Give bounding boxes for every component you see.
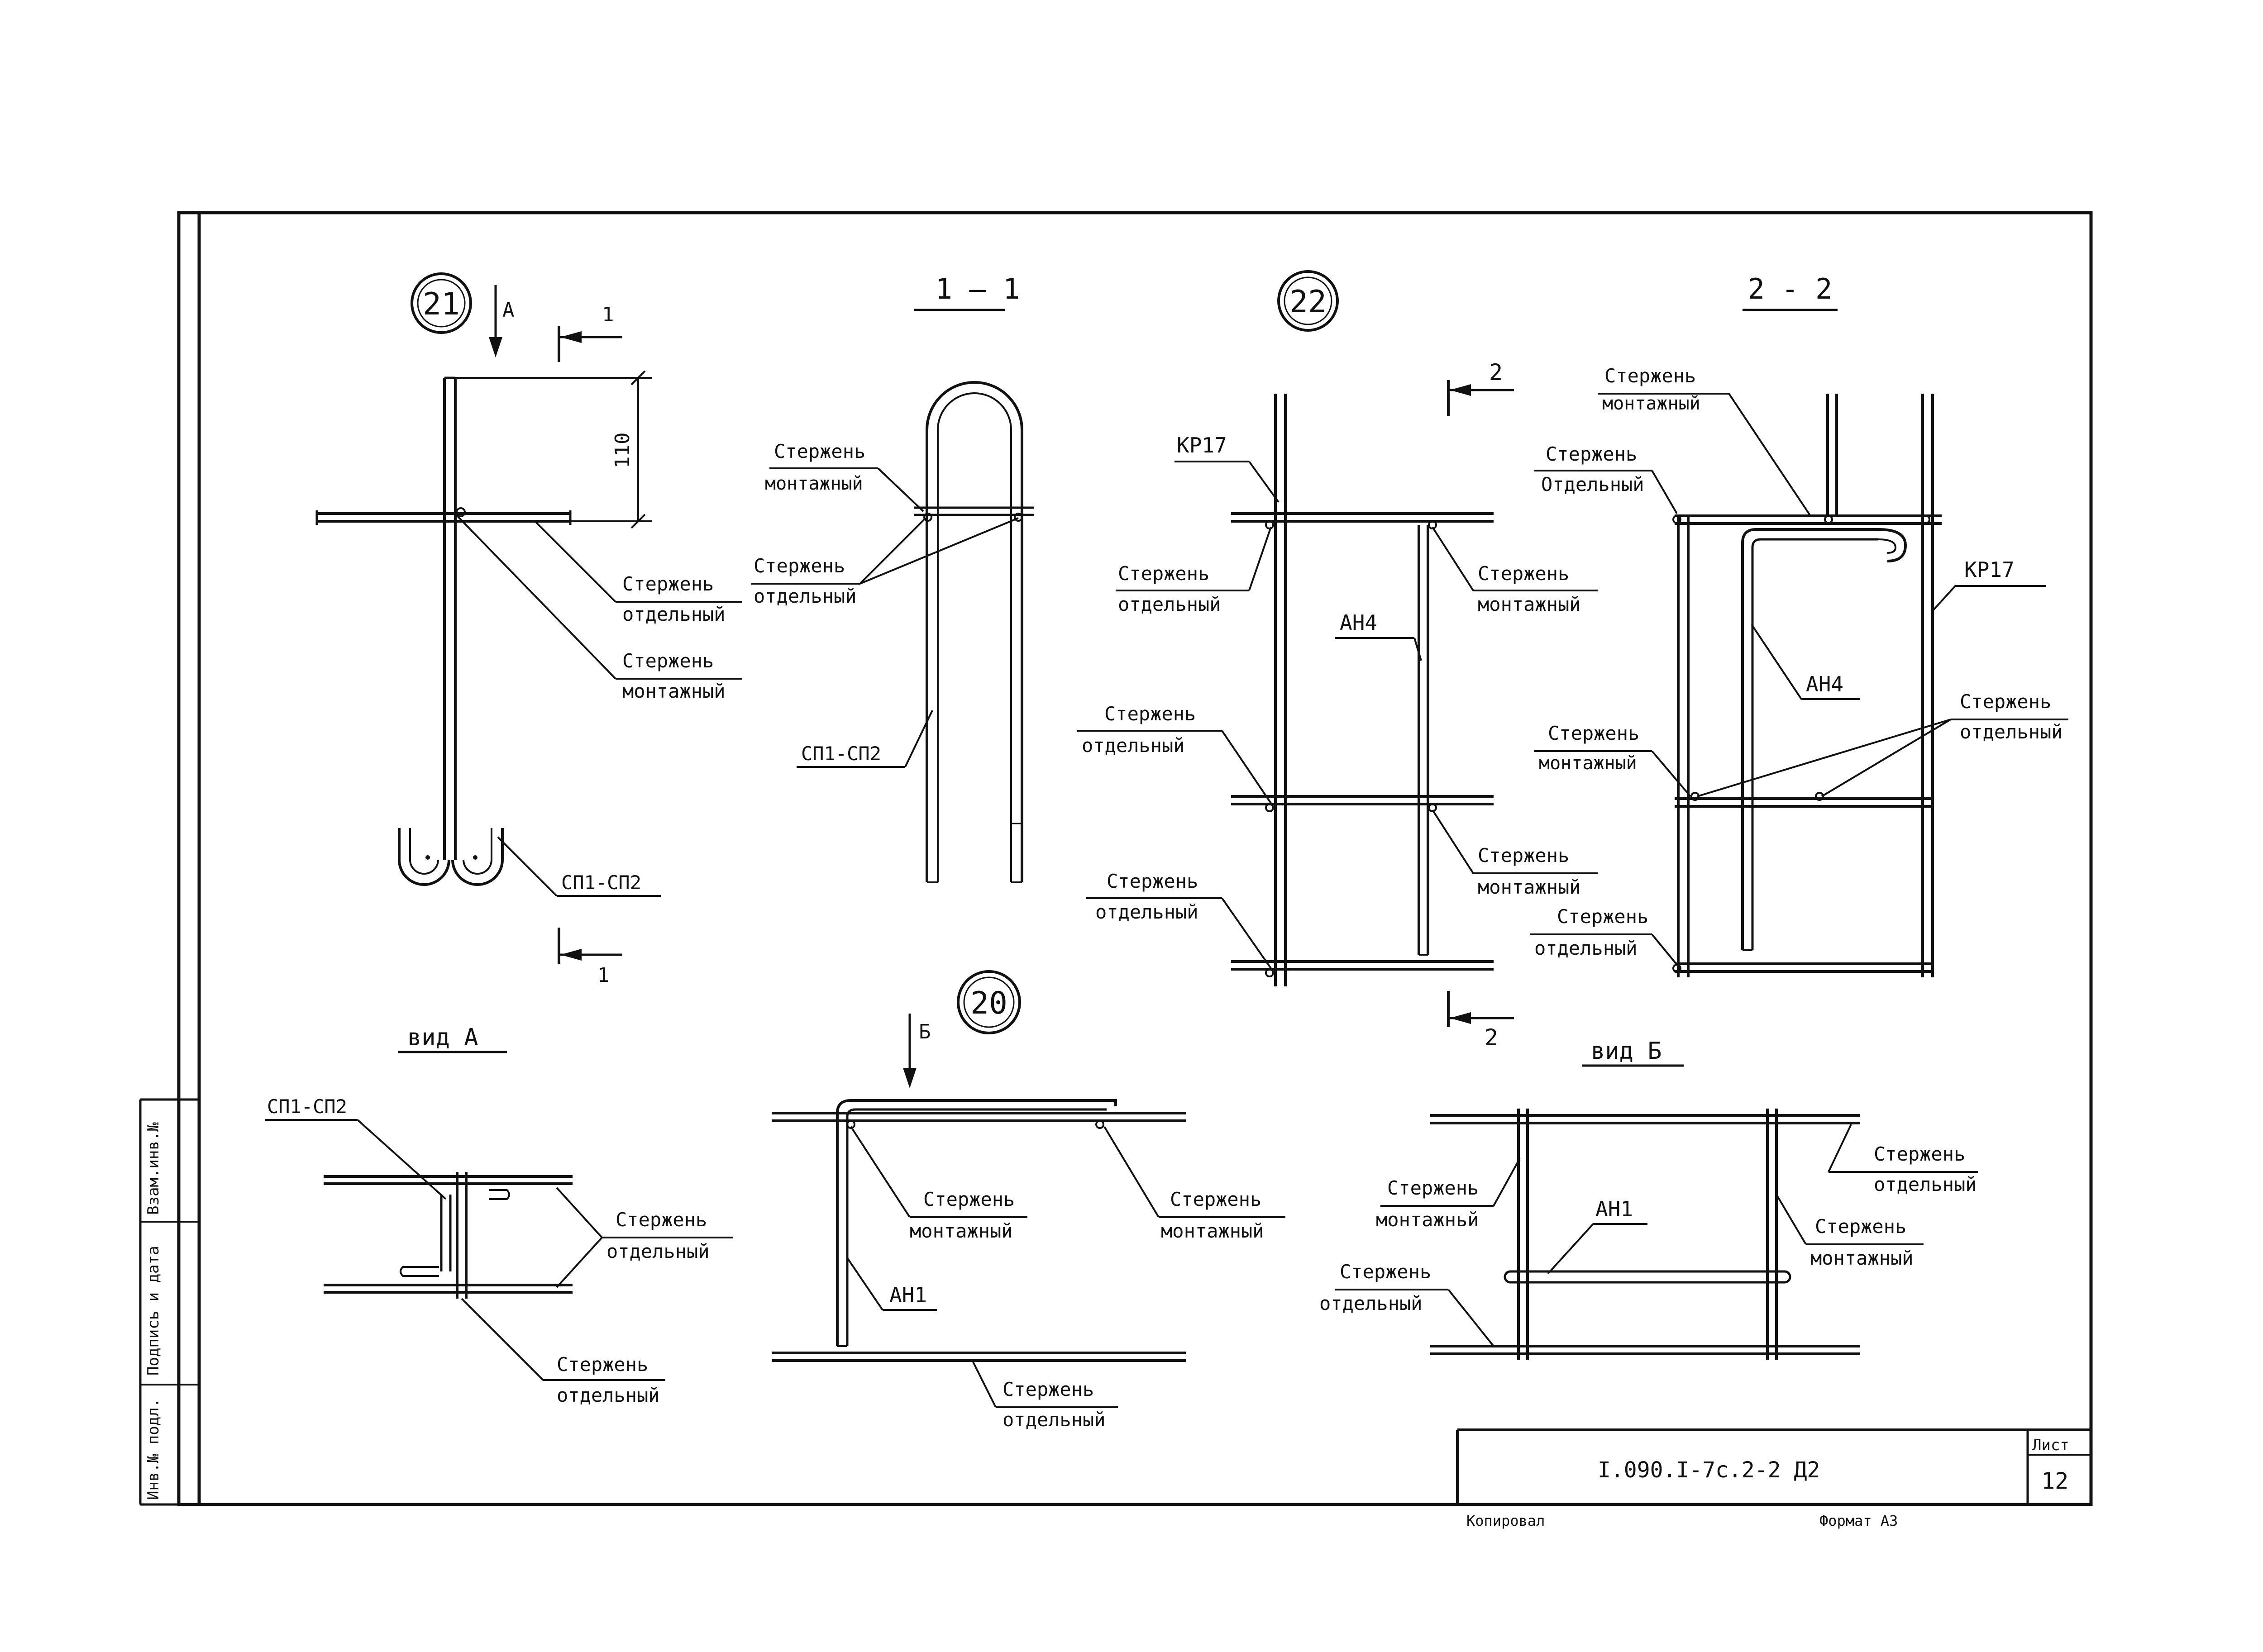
view-a-rod-sep-2-l2: отдельный bbox=[557, 1384, 660, 1406]
s22-rod-mont-top-l1: Стержень bbox=[1604, 365, 1696, 387]
view-b-rod-mont-left-l1: Стержень bbox=[1387, 1177, 1479, 1199]
node-20-label: 20 bbox=[970, 985, 1007, 1021]
d21-rod-sep-l2: отдельный bbox=[622, 603, 726, 625]
node-21-label: 21 bbox=[423, 286, 460, 322]
view-a-rod-sep-l2: отдельный bbox=[606, 1240, 710, 1262]
s22-an4-label: АН4 bbox=[1806, 672, 1843, 696]
sheet-label: Лист bbox=[2032, 1436, 2069, 1454]
title-block: I.090.I-7с.2-2 Д2 Лист 12 Копировал Форм… bbox=[1456, 1428, 2091, 1529]
view-b-rod-sep-right-l1: Стержень bbox=[1874, 1143, 1965, 1165]
section-1-1-title: 1 — 1 bbox=[936, 272, 1020, 305]
d22-rod-sep-1-l2: отдельный bbox=[1118, 593, 1221, 615]
section-2-2: 2 - 2 Стержень монтажный Стержень Отдел bbox=[1530, 272, 2068, 977]
s11-rod-sep-l2: отдельный bbox=[754, 585, 857, 607]
s11-rod-mont-l2: монтажный bbox=[765, 473, 863, 494]
dim-110: 110 bbox=[611, 433, 634, 468]
view-b-rod-sep-left-l2: отдельный bbox=[1319, 1292, 1423, 1314]
view-b-rod-mont-right-l1: Стержень bbox=[1815, 1215, 1906, 1238]
view-b-rod-sep-left-l1: Стержень bbox=[1340, 1261, 1431, 1283]
view-b: вид Б Стержень отдельный Стержень монтаж… bbox=[1319, 1038, 1978, 1360]
s22-rod-mont-top-l2: монтажный bbox=[1602, 393, 1700, 414]
d22-rod-mont-2-l1: Стержень bbox=[1478, 844, 1569, 866]
view-b-arrow-letter: Б bbox=[919, 1020, 931, 1043]
s22-kr-label: КР17 bbox=[1964, 557, 2015, 582]
doc-code: I.090.I-7с.2-2 Д2 bbox=[1598, 1457, 1820, 1483]
view-b-rod-sep-right-l2: отдельный bbox=[1874, 1173, 1977, 1195]
side-stamp-inv: Инв.№ подл. bbox=[144, 1398, 162, 1500]
cut-2-bottom-label: 2 bbox=[1485, 1024, 1498, 1051]
s22-rod-sep-bot-l2: отдельный bbox=[1534, 937, 1638, 959]
format-label: Формат А3 bbox=[1819, 1512, 1898, 1529]
detail-21: 21 А 1 1 110 bbox=[315, 272, 742, 987]
d22-rod-sep-3-l2: отдельный bbox=[1095, 901, 1198, 923]
section-2-2-title: 2 - 2 bbox=[1748, 272, 1833, 305]
d22-rod-sep-1-l1: Стержень bbox=[1118, 562, 1209, 585]
view-b-rod-mont-right-l2: монтажный bbox=[1810, 1247, 1914, 1269]
view-a-arrow-letter: А bbox=[502, 299, 515, 322]
s11-sp-label: СП1-СП2 bbox=[801, 743, 881, 765]
detail-22: 22 2 2 КР17 Стержень отдельный bbox=[1077, 270, 1598, 1051]
d20-rod-sep-l2: отдельный bbox=[1003, 1409, 1106, 1431]
d21-rod-mont-l1: Стержень bbox=[622, 650, 714, 672]
side-stamp-replace: Взам.инв.№ bbox=[144, 1122, 162, 1215]
cut-1-bottom-label: 1 bbox=[597, 964, 610, 987]
d22-rod-mont-2-l2: монтажный bbox=[1478, 876, 1581, 898]
d22-rod-sep-2-l1: Стержень bbox=[1104, 703, 1196, 725]
side-stamp-sign: Подпись и дата bbox=[144, 1246, 162, 1376]
node-22-label: 22 bbox=[1289, 284, 1327, 320]
section-1-1: 1 — 1 Стержень монтажный Стержень отдель… bbox=[751, 272, 1034, 883]
d22-rod-mont-1-l2: монтажный bbox=[1478, 593, 1581, 615]
d22-rod-mont-1-l1: Стержень bbox=[1478, 562, 1569, 585]
d22-an4-label: АН4 bbox=[1340, 610, 1377, 635]
view-b-an1-label: АН1 bbox=[1595, 1197, 1633, 1221]
d20-rod-mont-2-l1: Стержень bbox=[1170, 1188, 1261, 1210]
d20-an1-label: АН1 bbox=[889, 1283, 927, 1307]
copied-label: Копировал bbox=[1466, 1512, 1545, 1529]
cut-1-top-label: 1 bbox=[602, 303, 614, 326]
d20-rod-mont-1-l1: Стержень bbox=[923, 1188, 1015, 1210]
s22-rod-mont-mid-l1: Стержень bbox=[1548, 722, 1639, 744]
view-a-title: вид А bbox=[407, 1024, 478, 1051]
d20-rod-mont-1-l2: монтажный bbox=[910, 1220, 1013, 1242]
view-b-title: вид Б bbox=[1591, 1038, 1662, 1065]
d20-rod-sep-l1: Стержень bbox=[1003, 1378, 1094, 1400]
s11-rod-sep-l1: Стержень bbox=[754, 555, 845, 577]
d22-kr-label: КР17 bbox=[1177, 433, 1227, 457]
d21-rod-mont-l2: монтажный bbox=[622, 680, 726, 702]
detail-20: 20 Б Стержень монтажный Стержень монтажн… bbox=[772, 970, 1285, 1431]
view-a-rod-sep-l1: Стержень bbox=[616, 1209, 707, 1231]
s22-rod-sep-bot-l1: Стержень bbox=[1557, 905, 1648, 928]
side-stamp: Инв.№ подл. Подпись и дата Взам.инв.№ bbox=[144, 1122, 162, 1500]
view-a: вид А СП1-СП2 Стержень отдельный Стержен… bbox=[265, 1024, 733, 1406]
s22-rod-sep-top-l1: Стержень bbox=[1546, 443, 1637, 465]
cut-2-top-label: 2 bbox=[1489, 359, 1503, 386]
d22-rod-sep-2-l2: отдельный bbox=[1082, 734, 1185, 757]
d21-sp-label: СП1-СП2 bbox=[561, 871, 641, 894]
sheet-frame bbox=[139, 211, 2093, 1506]
d21-rod-sep-l1: Стержень bbox=[622, 573, 714, 595]
d22-rod-sep-3-l1: Стержень bbox=[1107, 870, 1198, 892]
s22-rod-sep-mid-l1: Стержень bbox=[1960, 690, 2051, 713]
s22-rod-sep-top-l2: Отдельный bbox=[1541, 473, 1644, 495]
sheet-number: 12 bbox=[2041, 1468, 2068, 1494]
view-b-rod-mont-left-l2: монтажньй bbox=[1376, 1209, 1479, 1231]
s22-rod-mont-mid-l2: монтажный bbox=[1539, 753, 1637, 774]
s11-rod-mont-l1: Стержень bbox=[774, 440, 865, 462]
view-a-sp-label: СП1-СП2 bbox=[267, 1095, 347, 1118]
view-a-rod-sep-2-l1: Стержень bbox=[557, 1353, 648, 1376]
s22-rod-sep-mid-l2: отдельный bbox=[1960, 721, 2063, 743]
d20-rod-mont-2-l2: монтажный bbox=[1161, 1220, 1264, 1242]
